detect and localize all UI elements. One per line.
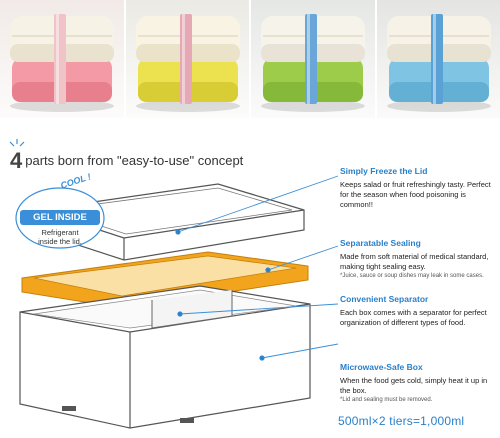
sealing-illustration [21, 251, 309, 309]
bento-band [54, 14, 66, 104]
bento-band [305, 14, 317, 104]
headline-number: 4 [10, 148, 23, 173]
exploded-bento-illustration [9, 139, 339, 429]
feature-title: Separatable Sealing [340, 238, 421, 248]
gel-inside-badge: GEL INSIDE [20, 210, 100, 225]
feature-sealing: Separatable Sealing Made from soft mater… [340, 238, 496, 279]
callout-lines [175, 175, 339, 361]
feature-note: *Juice, sauce or soup dishes may leak in… [340, 273, 484, 280]
photo-bento-yellow [125, 0, 249, 118]
feature-note: *Lid and sealing must be removed. [340, 397, 433, 404]
product-photo-strip [0, 0, 500, 118]
feature-desc: Each box comes with a separator for perf… [340, 308, 487, 328]
photo-bento-pink [0, 0, 124, 118]
feature-separator: Convenient Separator Each box comes with… [340, 294, 496, 328]
bento-band [179, 14, 192, 104]
photo-bento-green [251, 0, 375, 118]
feature-desc: When the food gets cold, simply heat it … [340, 376, 488, 396]
capacity-label: 500ml×2 tiers=1,000ml [338, 414, 465, 428]
feature-title: Simply Freeze the Lid [340, 166, 428, 176]
feature-title: Microwave-Safe Box [340, 362, 423, 372]
feature-title: Convenient Separator [340, 294, 429, 304]
box-illustration [19, 285, 311, 429]
feature-freeze-lid: Simply Freeze the Lid Keeps salad or fru… [340, 166, 496, 210]
bento-band [430, 14, 443, 104]
photo-bento-blue [376, 0, 500, 118]
sparkle-icon [9, 139, 25, 147]
gel-description: Refrigerant inside the lid. [20, 228, 100, 246]
headline-text: parts born from "easy-to-use" concept [25, 153, 244, 168]
feature-desc: Keeps salad or fruit refreshingly tasty.… [340, 180, 491, 210]
feature-desc: Made from soft material of medical stand… [340, 252, 489, 272]
gel-desc-line1: Refrigerant [41, 228, 79, 237]
feature-microwave: Microwave-Safe Box When the food gets co… [340, 362, 496, 403]
gel-desc-line2: inside the lid. [38, 237, 82, 246]
